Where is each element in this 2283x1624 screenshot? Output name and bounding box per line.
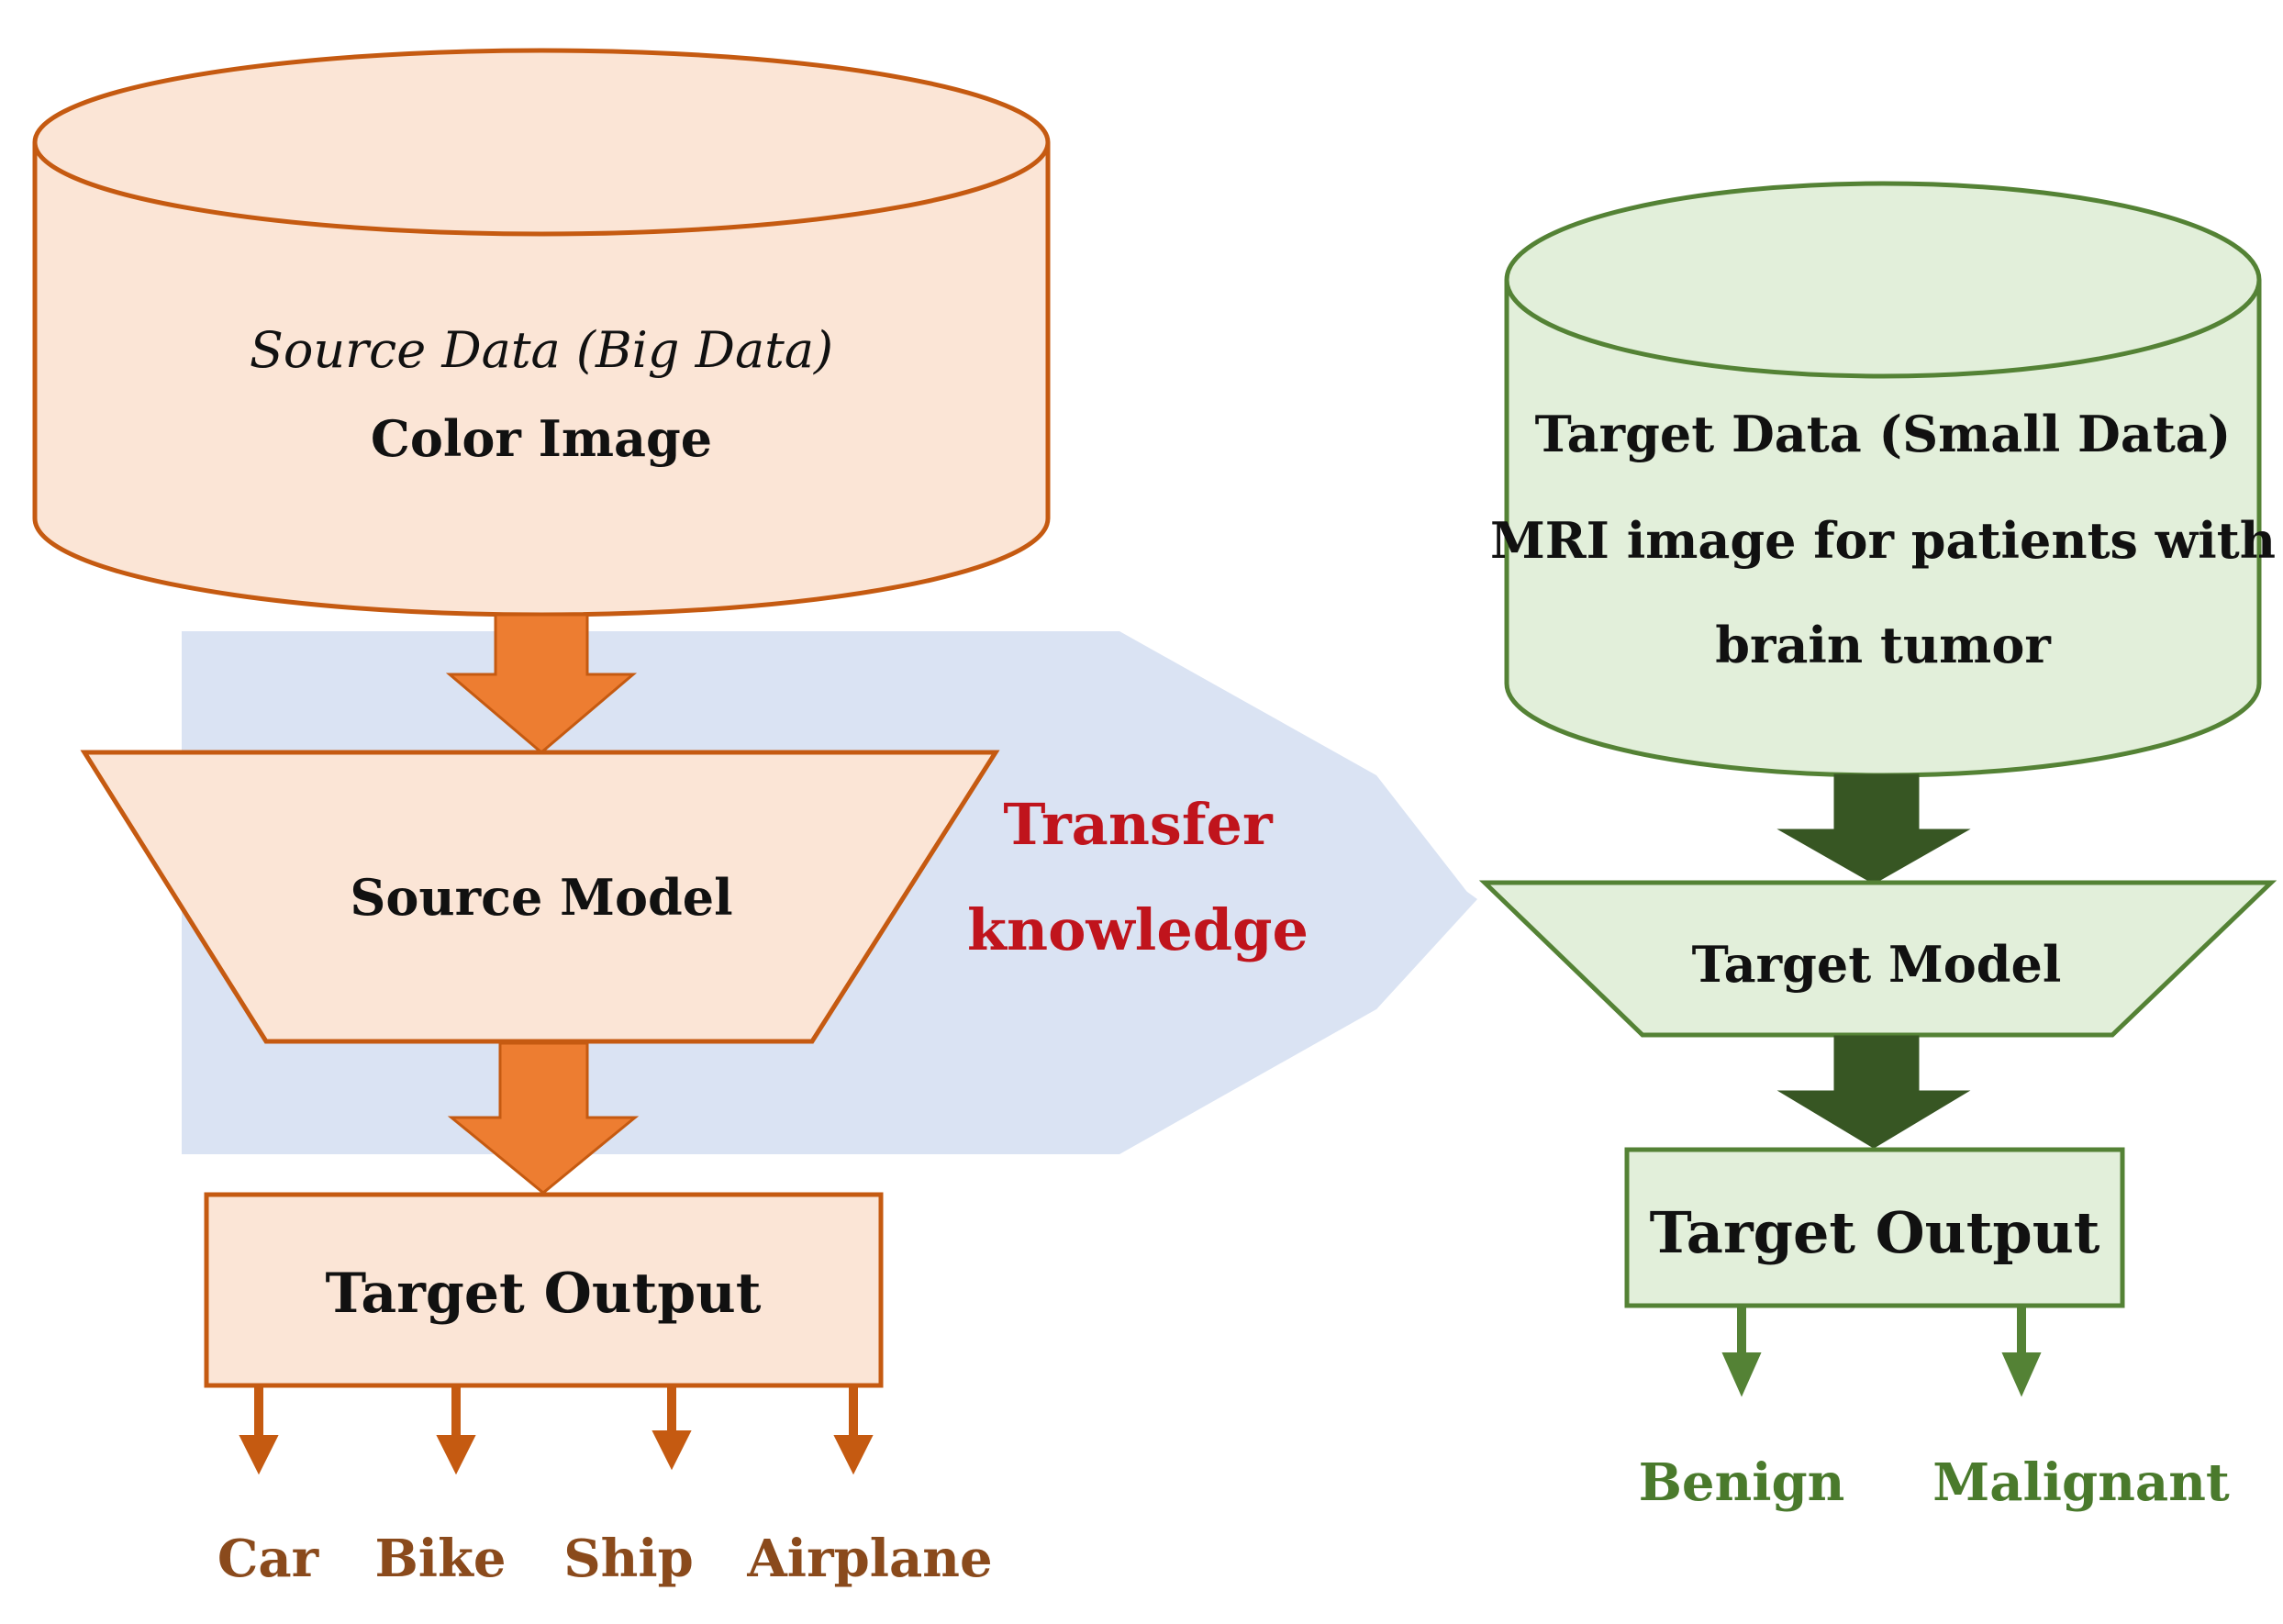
source-data-cylinder — [32, 48, 1051, 617]
source-class-car: Car — [217, 1529, 320, 1589]
source-class-ship: Ship — [563, 1529, 694, 1589]
source-model-label: Source Model — [350, 868, 732, 927]
target-class-malignant: Malignant — [1932, 1452, 2230, 1513]
transfer-label-line1: Transfer — [1003, 791, 1274, 858]
source-output-box — [204, 1192, 884, 1388]
source-arrow-2 — [447, 1041, 640, 1195]
target-class-benign: Benign — [1639, 1452, 1845, 1513]
source-arrow-1 — [445, 613, 638, 754]
transfer-arrow-head — [1376, 775, 1477, 1009]
target-data-line1: Target Data (Small Data) — [1535, 405, 2232, 463]
target-class-arrows — [1721, 1306, 2042, 1397]
target-output-label: Target Output — [1650, 1199, 2100, 1266]
target-data-cylinder — [1504, 181, 2262, 778]
target-arrow-1 — [1776, 773, 1971, 884]
source-data-title: Source Data (Big Data) — [250, 321, 833, 379]
target-arrow-2 — [1776, 1035, 1971, 1149]
target-model-shape — [1478, 880, 2277, 1038]
source-class-bike: Bike — [374, 1529, 506, 1589]
source-class-arrows — [239, 1385, 874, 1475]
source-class-airplane: Airplane — [746, 1529, 992, 1589]
target-output-box — [1624, 1147, 2125, 1308]
target-data-line3: brain tumor — [1715, 616, 2051, 674]
transfer-label-line2: knowledge — [967, 896, 1309, 963]
source-data-subtitle: Color Image — [371, 409, 712, 468]
target-data-line2: MRI image for patients with — [1490, 511, 2276, 570]
source-model-shape — [80, 750, 1000, 1044]
source-output-label: Target Output — [325, 1262, 761, 1326]
target-model-label: Target Model — [1692, 935, 2062, 994]
